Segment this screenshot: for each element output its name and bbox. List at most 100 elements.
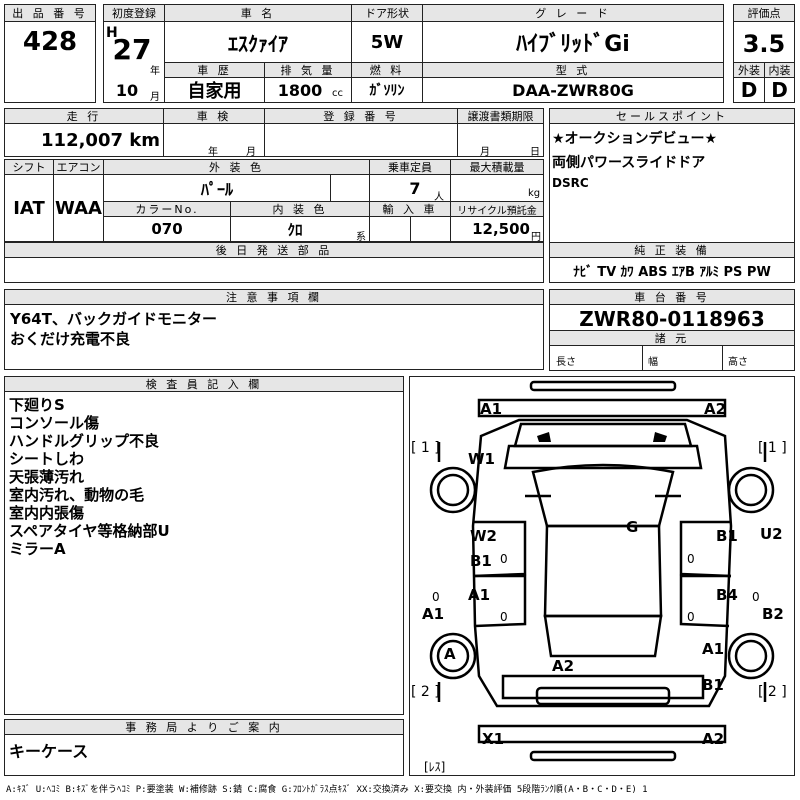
color-no-label: カラーNo. — [103, 201, 231, 217]
sales-line-1: ★オークションデビュー★ — [552, 131, 718, 147]
inspector-line-3: ハンドルグリップ不良 — [9, 432, 160, 450]
ac-label: エアコン — [53, 159, 104, 175]
mark-right-quarter: B2 — [762, 605, 784, 623]
recycle-unit: 円 — [531, 232, 541, 243]
recycle: 12,500 — [472, 220, 530, 238]
spec-length: 長さ — [556, 357, 576, 368]
ac: WAA — [55, 197, 102, 219]
inspection-label: 車 検 — [163, 108, 265, 124]
equipment-cell — [549, 257, 795, 283]
tire-rear-left-label: [ 2 ] — [411, 684, 440, 700]
year-unit: 年 — [150, 66, 160, 77]
grade-label: グ レ ー ド — [422, 4, 724, 22]
capacity-label: 乗車定員 — [369, 159, 451, 175]
import-label: 輸 入 車 — [369, 201, 451, 217]
shift-label: シフト — [4, 159, 54, 175]
displacement-unit: cc — [332, 88, 343, 99]
load-label: 最大積載量 — [450, 159, 544, 175]
color-no: 070 — [151, 220, 183, 238]
int-color-label: 内 装 色 — [230, 201, 370, 217]
inspector-line-7: 室内内張傷 — [9, 504, 85, 522]
transfer-month-unit: 月 — [480, 147, 490, 158]
mark-roof: G — [626, 518, 639, 536]
import-subcell — [410, 216, 451, 242]
recycle-label: リサイクル預託金 — [450, 201, 544, 217]
exterior-grade: D — [740, 78, 758, 102]
model-cell — [422, 77, 724, 103]
chassis-number: ZWR80-0118963 — [579, 307, 765, 331]
inspection-month-unit: 月 — [246, 147, 256, 158]
notes-line-2: おくだけ充電不良 — [10, 330, 131, 348]
notes-line-1: Y64T、バックガイドモニター — [10, 310, 217, 328]
office-label: 事 務 局 よ り ご 案 内 — [4, 719, 404, 735]
sales-label: セールスポイント — [549, 108, 795, 124]
inspector-line-8: スペアタイヤ等格納部U — [9, 522, 170, 540]
shift: IAT — [13, 197, 45, 219]
capacity: 7 — [409, 178, 421, 198]
transfer-cell — [457, 123, 544, 157]
inspector-line-4: シートしわ — [9, 450, 85, 468]
legend: A:ｷｽﾞ U:ﾍｺﾐ B:ｷｽﾞを伴うﾍｺﾐ P:要塗装 W:補修跡 S:錆 … — [6, 785, 648, 795]
notes-label: 注 意 事 項 欄 — [4, 289, 544, 305]
zero-mark-1: 0 — [500, 552, 508, 566]
mark-right-rear-1: A1 — [702, 640, 725, 658]
color-subcell — [330, 174, 370, 202]
inspector-line-9: ミラーA — [9, 540, 66, 558]
car-diagram — [429, 380, 775, 762]
mark-rear-bumper-right: A2 — [702, 730, 725, 748]
office-cell — [4, 734, 404, 776]
car-name-label: 車 名 — [164, 4, 352, 22]
tire-front-right-label: [ 1 ] — [758, 440, 787, 456]
int-color-unit: 系 — [356, 232, 366, 243]
spec-label: 諸 元 — [549, 330, 795, 346]
mark-right-front-door: B1 — [716, 527, 738, 545]
mark-front-left: A1 — [480, 400, 503, 418]
transfer-label: 譲渡書類期限 — [457, 108, 544, 124]
inspector-cell — [4, 391, 404, 715]
chassis-label: 車 台 番 号 — [549, 289, 795, 305]
exterior-label: 外装 — [733, 62, 765, 78]
mark-rear-hatch: A2 — [552, 657, 575, 675]
fuel-label: 燃 料 — [351, 62, 423, 78]
model: DAA-ZWR80G — [512, 80, 634, 100]
mark-right-rear-door: B4 — [716, 586, 738, 604]
later-parts-cell — [4, 257, 544, 283]
sales-line-2: 両側パワースライドドア — [552, 155, 706, 171]
mark-left-front-door-1: W2 — [470, 527, 497, 545]
later-parts-label: 後 日 発 送 部 品 — [4, 242, 544, 258]
inspector-line-5: 天張薄汚れ — [9, 468, 85, 486]
history: 自家用 — [187, 81, 242, 102]
reg-no-label: 登 録 番 号 — [264, 108, 458, 124]
mileage: 112,007 km — [41, 129, 160, 151]
spec-height: 高さ — [728, 357, 748, 368]
grade: ﾊｲﾌﾞﾘｯﾄﾞGi — [516, 32, 630, 57]
mark-left-rear-fender: A1 — [422, 605, 445, 623]
model-label: 型 式 — [422, 62, 724, 78]
mark-left-rear-door: A1 — [468, 586, 491, 604]
inspector-label: 検 査 員 記 入 欄 — [4, 376, 404, 392]
reg-month: 10 — [115, 80, 139, 100]
notes-cell — [4, 304, 544, 370]
inspector-line-1: 下廻りS — [9, 396, 65, 414]
score-label: 評価点 — [733, 4, 795, 22]
zero-mark-4: 0 — [687, 610, 695, 624]
equipment-label: 純 正 装 備 — [549, 242, 795, 258]
inspector-line-2: コンソール傷 — [9, 414, 100, 432]
sales-line-3: DSRC — [552, 176, 589, 190]
door-label: ドア形状 — [351, 4, 423, 22]
tire-front-left-label: [ 1 ] — [411, 440, 440, 456]
interior-label: 内装 — [764, 62, 795, 78]
inspector-line-6: 室内汚れ、動物の毛 — [9, 486, 145, 504]
reg-no-cell — [264, 123, 458, 157]
month-unit: 月 — [150, 92, 160, 103]
car-name: ｴｽｸｧｲｱ — [228, 31, 288, 56]
mark-left-rear-wheel: A — [444, 645, 456, 663]
zero-mark-6: 0 — [752, 590, 760, 604]
tire-rear-right-label: [ 2 ] — [758, 684, 787, 700]
lot-no: 428 — [22, 27, 78, 57]
inspection-year-unit: 年 — [208, 147, 218, 158]
era: H — [106, 25, 118, 41]
capacity-unit: 人 — [434, 192, 444, 203]
recycle-cell — [450, 216, 544, 242]
int-color: ｸﾛ — [287, 220, 303, 239]
